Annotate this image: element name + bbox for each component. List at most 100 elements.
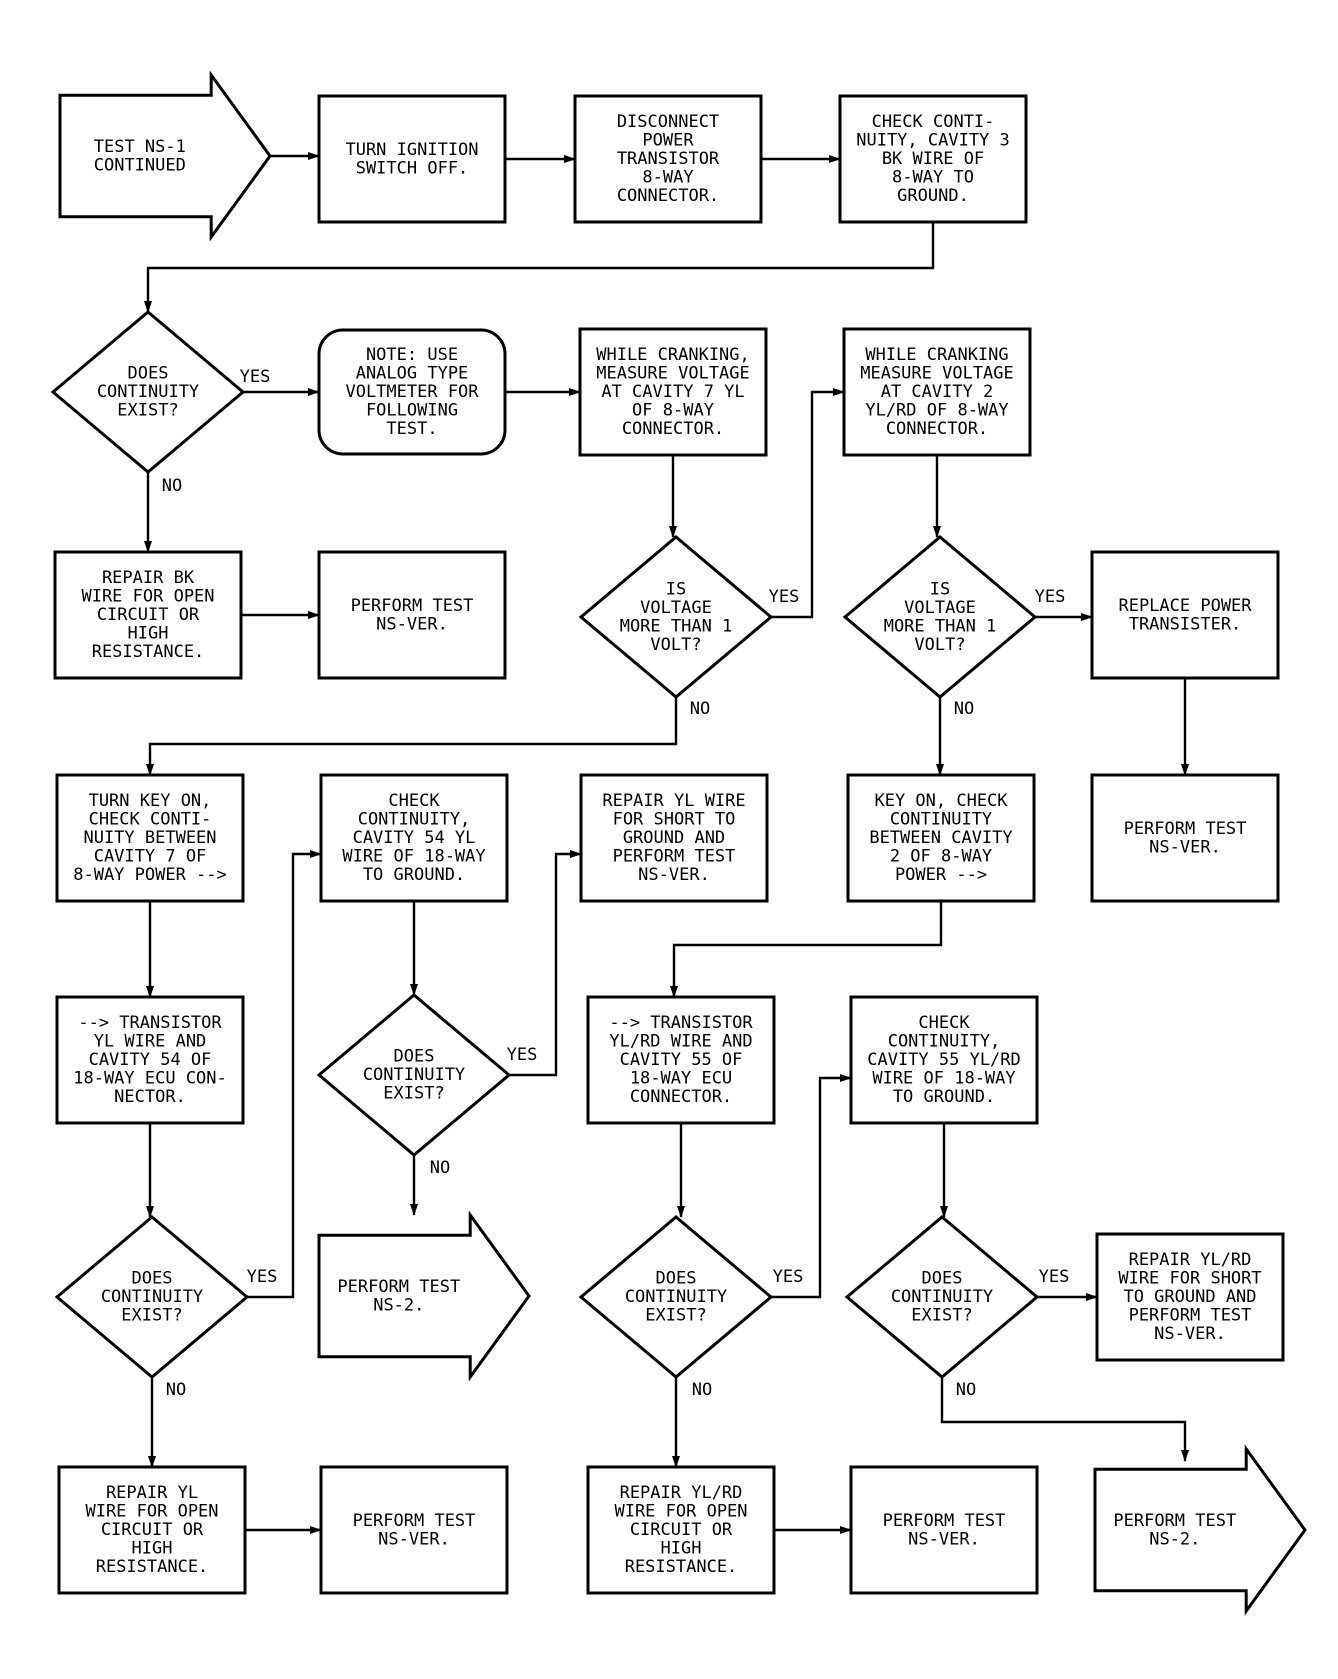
node-text: VOLTAGE [640,598,712,618]
node-text: 8-WAY [642,168,693,188]
node-text: PERFORM TEST [1124,819,1247,839]
process-box [849,995,1039,1125]
no-label: NO [692,1380,712,1400]
node-text: VOLTMETER FOR [345,382,479,402]
process-box [319,1465,509,1595]
process-box [586,1465,776,1595]
yes-label: YES [773,1267,804,1287]
node-text: HIGH [128,624,169,644]
node-text: NS-VER. [378,1529,450,1549]
node-text: CIRCUIT OR [630,1520,733,1540]
node-text: HIGH [132,1539,173,1559]
node-text: CONTINUITY [97,382,199,402]
node-text: DOES [128,364,169,384]
node-text: NUITY BETWEEN [83,828,216,848]
process-box [573,94,763,224]
node-text: NOTE: USE [366,345,458,365]
yes-label: YES [507,1045,538,1065]
node-text: HIGH [661,1539,702,1559]
node-text: 18-WAY ECU CON- [73,1069,227,1089]
node-text: PERFORM TEST [351,596,474,616]
process-box [1090,773,1280,903]
yes-label: YES [1039,1267,1070,1287]
node-text: CONNECTOR. [622,419,724,439]
node-text: REPLACE POWER [1118,596,1252,616]
node-text: VOLT? [650,635,701,655]
node-text: VOLT? [914,635,965,655]
node-text: PERFORM TEST [883,1511,1006,1531]
decision-diamond [844,1215,1040,1379]
node-text: CHECK [918,1013,970,1033]
node-text: KEY ON, CHECK [874,791,1008,811]
node-text: NS-2. [1149,1529,1200,1549]
node-text: WHILE CRANKING, [596,345,750,365]
node-text: TRANSISTOR [617,149,720,169]
decision-diamond [50,310,246,474]
node-text: YL/RD WIRE AND [609,1032,752,1052]
node-text: FOR SHORT TO [613,810,736,830]
no-label: NO [162,476,182,496]
node-text: EXIST? [117,401,178,421]
process-box [53,550,243,680]
yes-label: YES [240,367,271,387]
connector-arrow [144,222,935,313]
node-text: NS-VER. [908,1529,980,1549]
node-text: NS-VER. [376,614,448,634]
process-box [57,1465,247,1595]
node-text: POWER [642,131,694,151]
node-text: NS-2. [373,1295,424,1315]
node-text: MORE THAN 1 [620,616,733,636]
node-text: WIRE FOR OPEN [85,1502,218,1522]
node-text: WIRE OF 18-WAY [342,847,485,867]
node-text: CIRCUIT OR [101,1520,204,1540]
node-text: AT CAVITY 7 YL [601,382,744,402]
node-text: CAVITY 55 OF [620,1050,743,1070]
node-text: TRANSISTER. [1129,614,1242,634]
node-text: IS [666,579,686,599]
node-text: CHECK CONTI- [89,810,212,830]
decision-diamond [578,1215,774,1379]
process-box [586,995,776,1125]
node-text: CONTINUITY [363,1065,465,1085]
node-text: NS-VER. [638,865,710,885]
no-label: NO [166,1380,186,1400]
node-text: CAVITY 7 OF [94,847,207,867]
offpage-arrow [1093,1444,1307,1616]
offpage-arrow [317,1210,531,1382]
node-text: NS-VER. [1149,837,1221,857]
node-text: CHECK CONTI- [872,112,995,132]
node-text: DOES [922,1269,963,1289]
node-text: CONTINUED [94,155,186,175]
node-check-cavity3: CHECK CONTI-NUITY, CAVITY 3BK WIRE OF8-W… [838,94,1028,224]
node-text: CAVITY 54 OF [89,1050,212,1070]
node-text: YL/RD OF 8-WAY [865,401,1008,421]
node-text: RESISTANCE. [96,1557,209,1577]
node-text: DISCONNECT [617,112,719,132]
node-text: WIRE FOR OPEN [614,1502,747,1522]
node-text: ANALOG TYPE [356,364,469,384]
node-text: BETWEEN CAVITY [869,828,1012,848]
offpage-arrow [58,70,272,242]
node-text: TEST NS-1 [94,137,186,157]
no-label: NO [690,699,710,719]
connector-arrow [771,1074,852,1299]
node-text: EXIST? [645,1306,706,1326]
